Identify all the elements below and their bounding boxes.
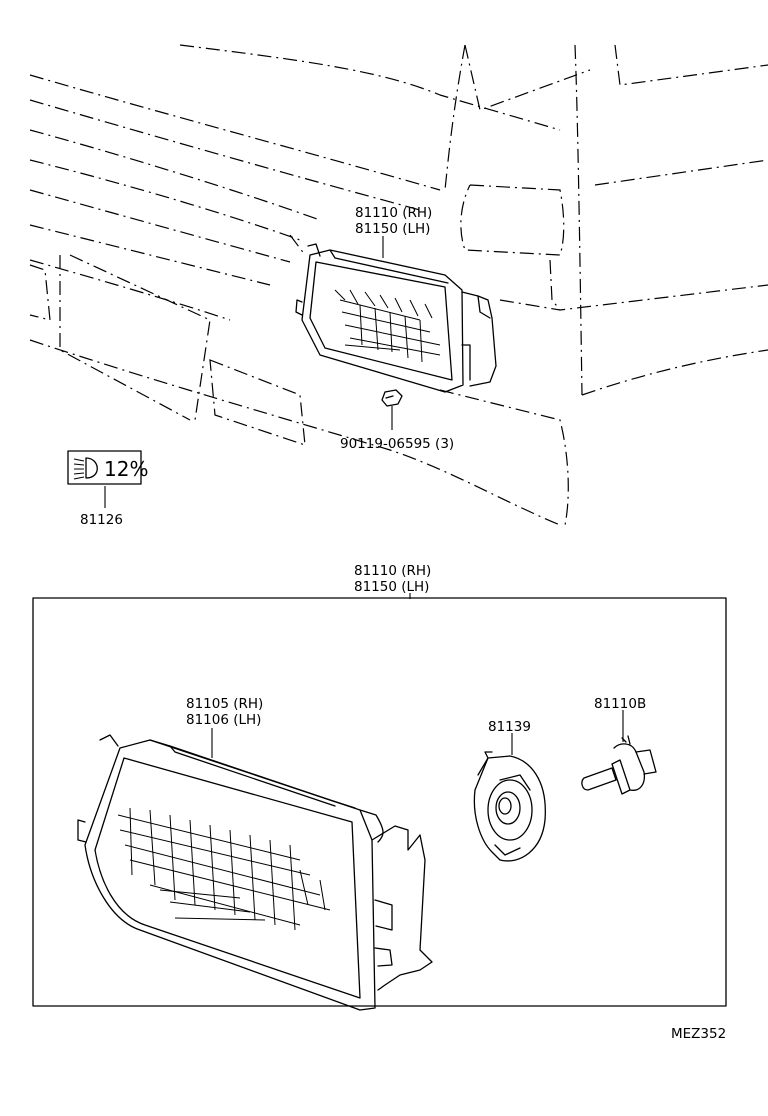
label-aim-label: 81126: [80, 512, 123, 528]
drawing-code: MEZ352: [671, 1026, 726, 1042]
label-bolt: 90119-06595 (3): [340, 436, 454, 452]
label-bulb: 81110B: [594, 696, 646, 712]
label-headlamp-assy-lh: 81150 (LH): [355, 221, 430, 237]
label-lens-unit-lh: 81106 (LH): [186, 712, 261, 728]
vehicle-body-outline: [29, 44, 768, 526]
aim-label-percent: 12%: [104, 457, 148, 481]
headlamp-beam-icon: [73, 457, 98, 480]
assembly-detail-box: [32, 597, 727, 1007]
bulb-part: [581, 735, 657, 795]
bolt-icon: [381, 389, 403, 407]
socket-cover-part: [473, 751, 546, 862]
label-socket-cover: 81139: [488, 719, 531, 735]
label-headlamp-assy-rh: 81110 (RH): [355, 205, 432, 221]
headlamp-installed: [295, 243, 497, 393]
label-box-headlamp-assy-rh: 81110 (RH): [354, 563, 431, 579]
headlamp-lens-unit: [77, 734, 433, 1011]
leader-lines: [104, 236, 624, 758]
aim-label-sticker: 12%: [67, 450, 148, 485]
label-box-headlamp-assy-lh: 81150 (LH): [354, 579, 429, 595]
part-labels: 81110 (RH) 81150 (LH) 90119-06595 (3) 81…: [80, 205, 726, 1042]
label-lens-unit-rh: 81105 (RH): [186, 696, 263, 712]
